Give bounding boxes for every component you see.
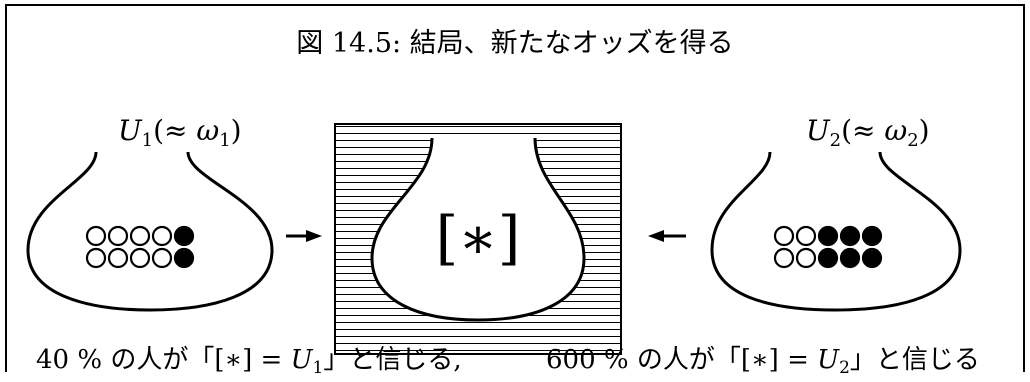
black-ball [839, 247, 861, 269]
left-urn [26, 151, 274, 312]
black-ball [861, 247, 883, 269]
left-urn-label: U1(≈ ω1) [118, 114, 242, 151]
white-ball [85, 247, 107, 269]
center-urn-label: [∗] [436, 204, 521, 272]
white-ball [107, 247, 129, 269]
white-ball [129, 225, 151, 247]
center-urn [370, 137, 586, 322]
white-ball [107, 225, 129, 247]
white-ball [151, 247, 173, 269]
right-urn-label: U2(≈ ω2) [806, 114, 930, 151]
black-ball [817, 225, 839, 247]
white-ball [773, 225, 795, 247]
white-ball [129, 247, 151, 269]
black-ball [173, 225, 195, 247]
right-urn-balls [773, 225, 883, 269]
white-ball [795, 225, 817, 247]
black-ball [173, 247, 195, 269]
left-arrow [286, 230, 322, 242]
white-ball [85, 225, 107, 247]
white-ball [151, 225, 173, 247]
black-ball [817, 247, 839, 269]
right-statement: 600 % の人が「[∗] = U2」と信じる [546, 345, 980, 378]
right-arrow [648, 230, 686, 242]
black-ball [839, 225, 861, 247]
right-urn [710, 151, 962, 312]
figure-frame [5, 4, 1025, 372]
black-ball [861, 225, 883, 247]
left-urn-balls [85, 225, 195, 269]
white-ball [795, 247, 817, 269]
figure-caption: 図 14.5: 結局、新たなオッズを得る [296, 28, 733, 59]
white-ball [773, 247, 795, 269]
left-statement: 40 % の人が「[∗] = U1」と信じる, [36, 345, 462, 378]
